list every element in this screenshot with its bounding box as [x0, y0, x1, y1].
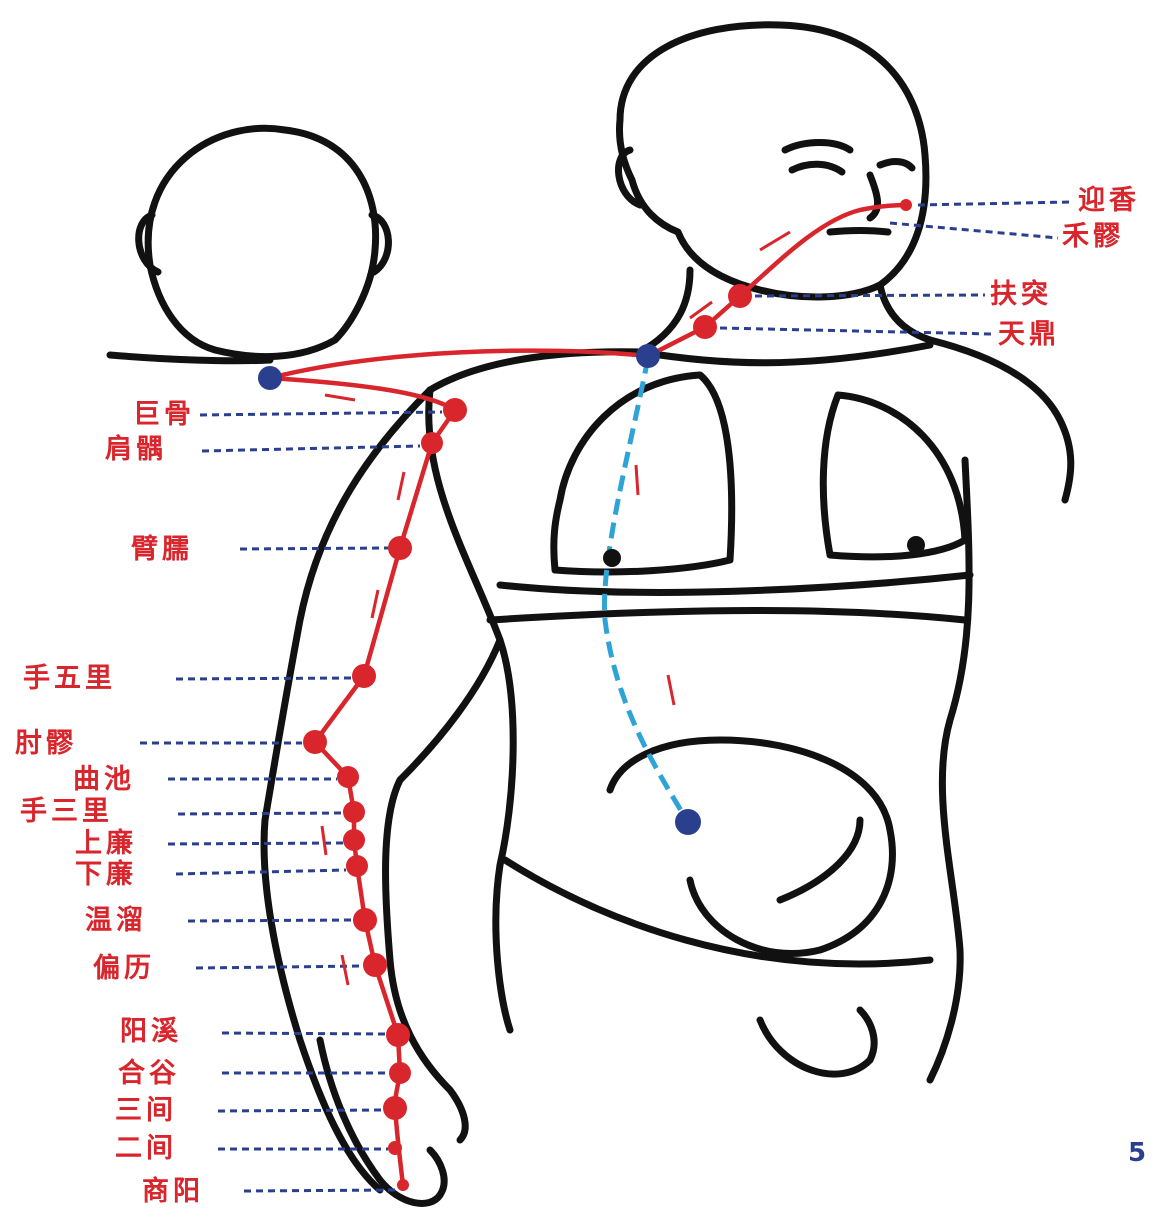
groin	[760, 1010, 874, 1074]
point-jugu	[443, 398, 467, 422]
label-jianyu: 肩髃	[105, 435, 167, 465]
guide-yingxiang	[918, 202, 1072, 205]
guide-shanglian	[168, 843, 343, 844]
left-lung	[554, 375, 732, 572]
point-sanjian	[383, 1096, 407, 1120]
label-wenliu: 温溜	[85, 906, 147, 936]
point-pianli	[363, 953, 387, 977]
page-number: 5	[1128, 1138, 1146, 1168]
point-dazhui	[258, 366, 282, 390]
point-hegu	[389, 1062, 411, 1084]
label-shanglian: 上廉	[75, 829, 137, 859]
point-zhouliao	[303, 730, 327, 754]
guide-binao	[240, 548, 388, 549]
label-erjian: 二间	[115, 1134, 177, 1164]
point-futu	[728, 284, 752, 308]
label-heliao: 禾髎	[1062, 222, 1124, 252]
arrow-down-1	[636, 465, 638, 495]
guide-shangyang	[244, 1190, 396, 1191]
label-jugu: 巨骨	[133, 400, 195, 430]
left-shoulder	[430, 352, 640, 390]
point-yingxiang	[900, 199, 912, 211]
arrow-up-2	[322, 826, 326, 855]
label-sanjian: 三间	[115, 1096, 177, 1126]
guide-xialian	[176, 870, 346, 874]
clavicle-line	[640, 345, 930, 363]
label-shousanli: 手三里	[20, 797, 113, 827]
point-erjian	[388, 1141, 402, 1155]
label-shangyang: 商阳	[142, 1177, 204, 1207]
arrow-down-2	[668, 675, 674, 705]
point-shousanli	[343, 801, 365, 823]
front-brow-left	[785, 143, 850, 151]
left-torso-side	[429, 390, 513, 1030]
front-head-outline	[620, 25, 926, 297]
point-shangyang	[397, 1179, 409, 1191]
nipple-right	[907, 536, 925, 554]
guide-jianyu	[202, 446, 420, 451]
point-shanglian	[343, 829, 365, 851]
label-yangxi: 阳溪	[120, 1017, 182, 1047]
point-wenliu	[353, 908, 377, 932]
point-xialian	[346, 855, 368, 877]
back-head-outline	[148, 128, 375, 356]
guide-sanjian	[218, 1110, 383, 1111]
lower-belly	[505, 860, 930, 964]
guide-shouwuli	[176, 678, 352, 679]
arrow-up-7	[760, 232, 790, 250]
front-nose	[870, 175, 878, 218]
arrow-up-4	[398, 472, 404, 500]
point-tianding	[693, 315, 717, 339]
waist-line	[490, 611, 965, 620]
nipple-left	[603, 549, 621, 567]
label-quchi: 曲池	[73, 765, 135, 795]
label-shouwuli: 手五里	[23, 664, 116, 694]
label-hegu: 合谷	[118, 1059, 180, 1089]
guide-yangxi	[222, 1033, 386, 1034]
point-shouwuli	[352, 664, 376, 688]
point-yangxi	[386, 1023, 410, 1047]
point-quepen	[636, 344, 660, 368]
point-binao	[388, 536, 412, 560]
label-pianli: 偏历	[93, 954, 155, 984]
large-intestine-inner	[780, 820, 860, 900]
front-eye-left	[792, 164, 842, 172]
arrow-up-3	[372, 590, 378, 618]
label-xialian: 下廉	[75, 860, 137, 890]
front-mouth	[830, 231, 888, 233]
label-yingxiang: 迎香	[1078, 186, 1140, 216]
point-jianyu	[421, 432, 443, 454]
right-lung	[823, 395, 965, 557]
arrow-up-5	[325, 395, 355, 400]
point-quchi	[337, 766, 359, 788]
front-eye-right	[880, 162, 912, 168]
label-binao: 臂臑	[131, 535, 193, 565]
guide-shousanli	[178, 813, 343, 814]
label-tianding: 天鼎	[998, 320, 1060, 350]
guide-tianding	[720, 328, 992, 334]
label-futu: 扶突	[990, 280, 1052, 310]
label-zhouliao: 肘髎	[15, 729, 77, 759]
arrow-up-1	[342, 955, 348, 985]
point-large-intestine	[675, 809, 701, 835]
chest-line	[500, 575, 970, 592]
